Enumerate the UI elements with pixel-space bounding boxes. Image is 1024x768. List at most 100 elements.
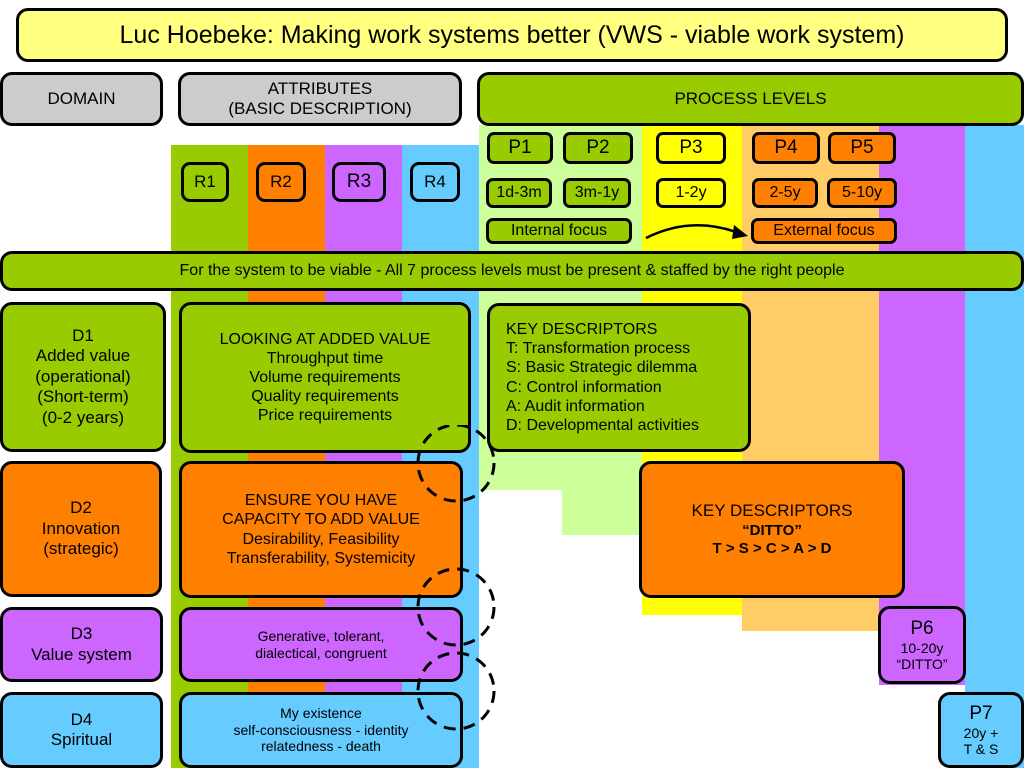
domain-d3-line: Value system	[31, 644, 132, 664]
level-p7-label: P7	[969, 702, 993, 724]
connector-circle-icon	[416, 651, 496, 731]
key-descriptor-item: S: Basic Strategic dilemma	[506, 359, 698, 377]
key-descriptors-title: KEY DESCRIPTORS	[506, 320, 658, 338]
domain-d1-line: (0-2 years)	[41, 407, 125, 427]
role-r3-label: R3	[346, 171, 372, 192]
key-descriptors-ditto: KEY DESCRIPTORS “DITTO” T > S > C > A > …	[639, 461, 905, 598]
role-r2: R2	[256, 162, 306, 202]
attribute-a3: Generative, tolerant, dialectical, congr…	[179, 607, 463, 682]
role-r1: R1	[181, 162, 229, 202]
external-focus-label: External focus	[773, 222, 875, 239]
domain-d4-line: D4	[70, 709, 93, 729]
viability-banner: For the system to be viable - All 7 proc…	[0, 251, 1024, 291]
key-descriptor-item: C: Control information	[506, 378, 662, 396]
domain-d2: D2 Innovation (strategic)	[0, 461, 162, 597]
span-p2: 3m-1y	[563, 178, 631, 208]
attribute-a2-line: Transferability, Systemicity	[226, 549, 416, 567]
level-p3-label: P3	[679, 137, 703, 158]
span-p3: 1-2y	[656, 178, 726, 208]
key-descriptor-item: T: Transformation process	[506, 340, 691, 358]
attributes-header-line2: (BASIC DESCRIPTION)	[228, 99, 412, 118]
domain-d2-line: (strategic)	[43, 539, 119, 559]
domain-d1-line: D1	[72, 326, 94, 346]
level-p7-box: P7 20y + T & S	[938, 692, 1024, 768]
level-p6-label: P6	[910, 617, 934, 639]
focus-arrow-icon	[645, 224, 748, 240]
attribute-a2-line: CAPACITY TO ADD VALUE	[222, 511, 420, 529]
attribute-a4-line: My existence	[280, 704, 362, 721]
key-descriptor-item: D: Developmental activities	[506, 416, 699, 434]
role-r2-label: R2	[270, 172, 292, 191]
attribute-a1-line: Volume requirements	[249, 368, 401, 386]
level-p7-note: T & S	[963, 740, 999, 757]
domain-d1-line: Added value	[35, 346, 131, 366]
connector-circles	[416, 425, 496, 731]
domain-d1: D1 Added value (operational) (Short-term…	[0, 302, 166, 452]
level-p2-label: P2	[586, 137, 610, 158]
attributes-header-line1: ATTRIBUTES	[267, 78, 373, 98]
attribute-a4-line: relatedness - death	[261, 738, 381, 755]
external-focus: External focus	[751, 218, 897, 244]
role-r3: R3	[332, 162, 386, 202]
attributes-header: ATTRIBUTES (BASIC DESCRIPTION)	[178, 72, 462, 126]
domain-d4-line: Spiritual	[50, 730, 113, 749]
attribute-a3-line: dialectical, congruent	[255, 644, 387, 661]
domain-header: DOMAIN	[0, 72, 163, 126]
key-descriptor-item: A: Audit information	[506, 397, 645, 415]
band-p7	[965, 125, 1024, 768]
connector-circle-icon	[416, 567, 496, 647]
level-p3: P3	[656, 132, 726, 164]
attribute-a1: LOOKING AT ADDED VALUE Throughput time V…	[179, 302, 471, 453]
span-p5-label: 5-10y	[841, 184, 883, 201]
band-p6	[879, 125, 965, 685]
domain-d2-line: Innovation	[41, 518, 121, 538]
viability-banner-text: For the system to be viable - All 7 proc…	[179, 262, 845, 280]
domain-d3-line: D3	[70, 624, 93, 644]
role-r4: R4	[410, 162, 460, 202]
attribute-a1-line: Price requirements	[257, 407, 393, 425]
level-p4: P4	[752, 132, 820, 164]
process-levels-header: PROCESS LEVELS	[477, 72, 1024, 126]
level-p6-span: 10-20y	[900, 639, 944, 656]
attribute-a1-line: LOOKING AT ADDED VALUE	[219, 330, 431, 348]
level-p6-box: P6 10-20y “DITTO”	[878, 606, 966, 684]
domain-d4: D4 Spiritual	[0, 692, 163, 768]
process-levels-header-text: PROCESS LEVELS	[674, 88, 827, 108]
span-p1-label: 1d-3m	[496, 184, 542, 201]
connector-circle-icon	[416, 425, 496, 503]
level-p5-label: P5	[850, 137, 874, 158]
span-p2-label: 3m-1y	[574, 184, 620, 201]
level-p1: P1	[487, 132, 553, 164]
level-p6-note: “DITTO”	[896, 655, 948, 672]
attribute-a2-line: Desirability, Feasibility	[242, 530, 400, 548]
attribute-a3-line: Generative, tolerant,	[257, 627, 385, 644]
internal-focus: Internal focus	[486, 218, 632, 244]
level-p1-label: P1	[508, 137, 532, 158]
span-p4-label: 2-5y	[769, 184, 801, 201]
page-title: Luc Hoebeke: Making work systems better …	[16, 8, 1008, 62]
internal-focus-label: Internal focus	[510, 222, 608, 239]
domain-d1-line: (Short-term)	[37, 387, 129, 407]
span-p5: 5-10y	[827, 178, 897, 208]
role-r1-label: R1	[194, 172, 216, 191]
level-p4-label: P4	[774, 137, 798, 158]
key-descriptors-ditto-title: KEY DESCRIPTORS	[691, 501, 853, 521]
key-descriptors-sequence: T > S > C > A > D	[712, 539, 832, 557]
attribute-a4-line: self-consciousness - identity	[233, 721, 409, 738]
page-title-text: Luc Hoebeke: Making work systems better …	[119, 21, 905, 49]
attribute-a2-line: ENSURE YOU HAVE	[244, 492, 398, 510]
span-p3-label: 1-2y	[675, 184, 707, 201]
role-r4-label: R4	[424, 172, 446, 191]
attribute-a1-line: Quality requirements	[251, 388, 399, 406]
key-descriptors-ditto-text: “DITTO”	[742, 521, 802, 539]
level-p2: P2	[563, 132, 633, 164]
key-descriptors-detail: KEY DESCRIPTORS T: Transformation proces…	[487, 303, 751, 452]
domain-header-text: DOMAIN	[47, 88, 116, 108]
attribute-a1-line: Throughput time	[266, 349, 384, 367]
span-p4: 2-5y	[752, 178, 818, 208]
attribute-a2: ENSURE YOU HAVE CAPACITY TO ADD VALUE De…	[179, 461, 463, 598]
domain-d3: D3 Value system	[0, 607, 163, 682]
level-p5: P5	[828, 132, 896, 164]
span-p1: 1d-3m	[486, 178, 552, 208]
attribute-a4: My existence self-consciousness - identi…	[179, 692, 463, 768]
